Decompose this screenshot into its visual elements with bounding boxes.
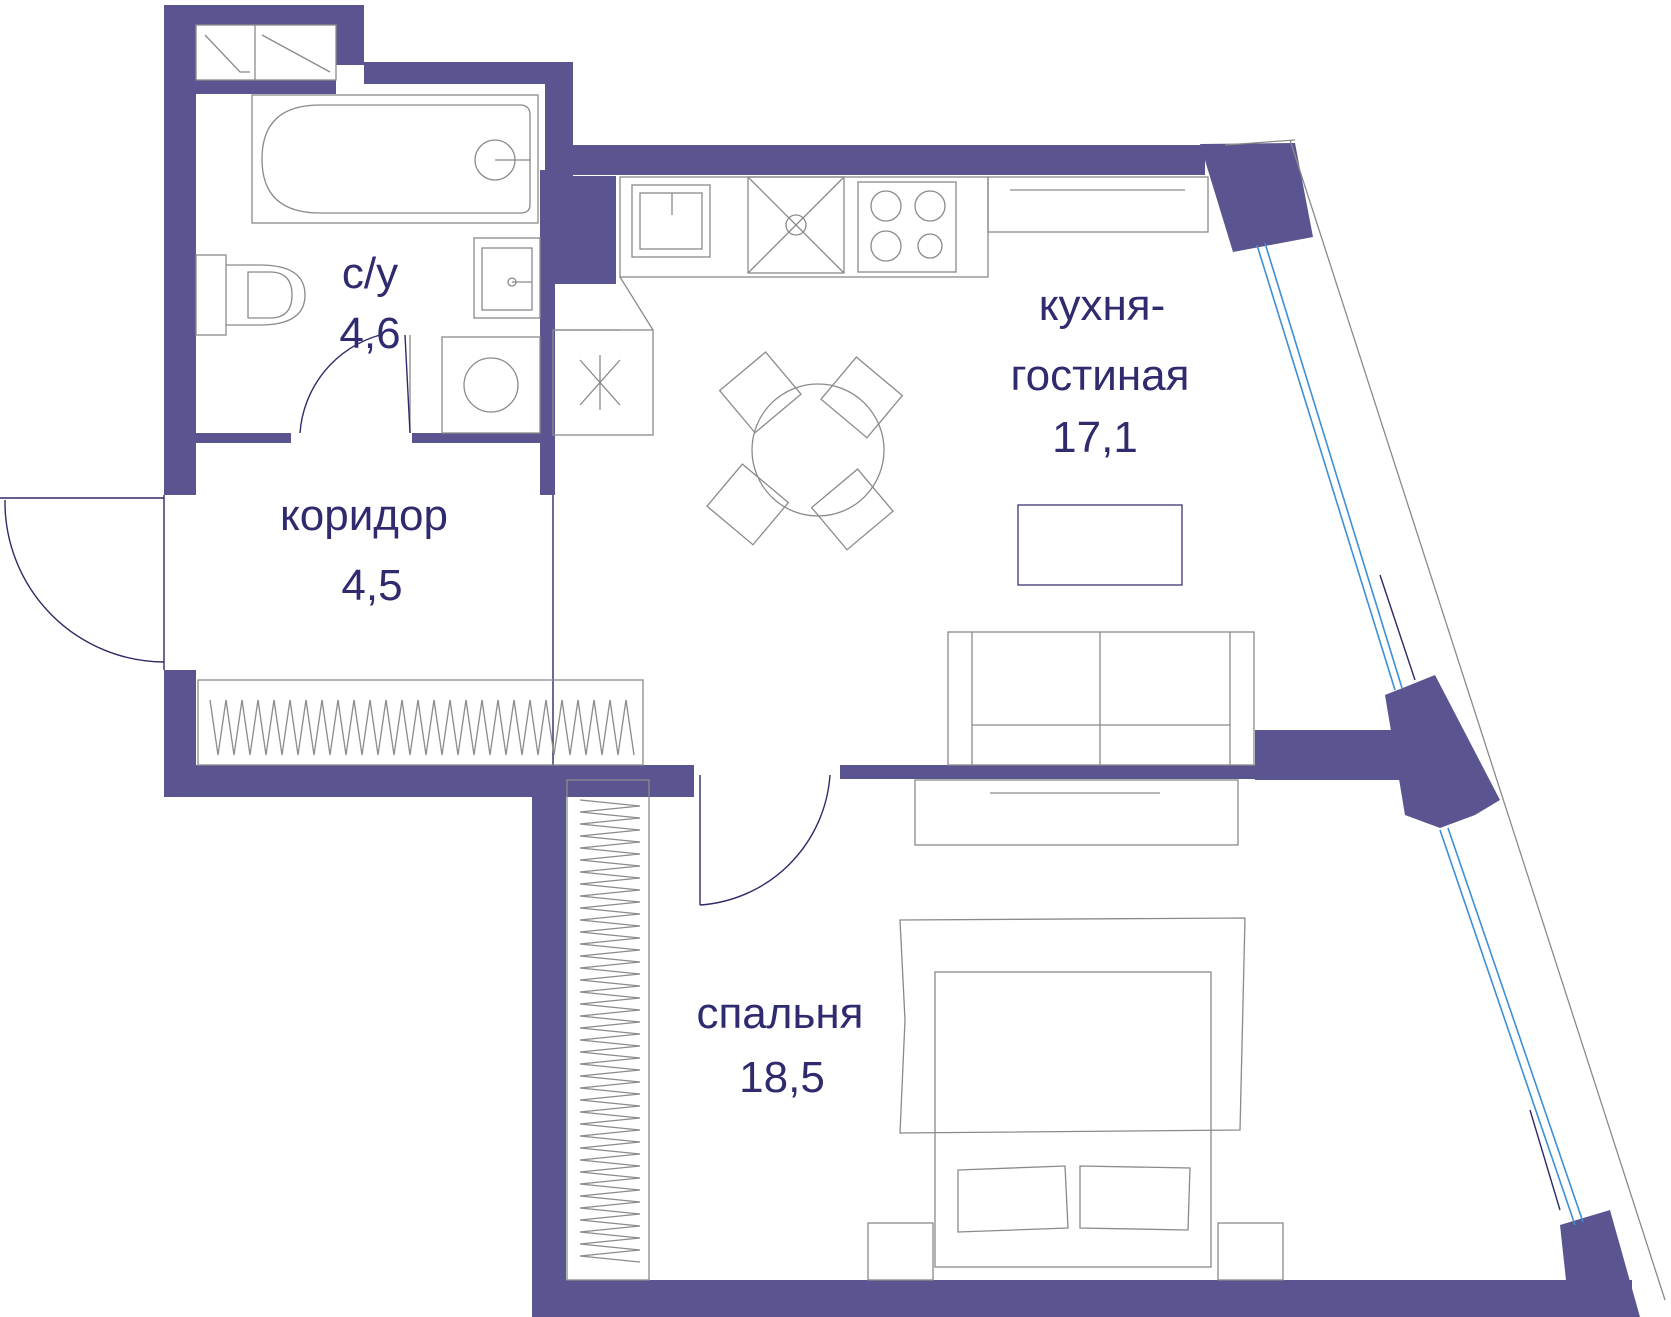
dining-table-icon — [706, 351, 904, 551]
windows — [1256, 242, 1584, 1226]
kitchen-living-area: 17,1 — [1052, 413, 1138, 462]
bathroom-area: 4,6 — [339, 309, 400, 358]
facade — [1224, 139, 1666, 1301]
kitchen-sink-icon — [631, 184, 711, 258]
cooktop-icon — [857, 181, 957, 273]
bathroom-door — [299, 334, 411, 434]
bed-icon — [867, 917, 1284, 1281]
corridor-area: 4,5 — [341, 561, 402, 610]
kitchen-shelf — [987, 176, 1209, 233]
bedroom-label: спальня 18,5 — [696, 989, 863, 1102]
bedroom-wardrobe-icon — [566, 779, 650, 1281]
sink-icon — [473, 237, 541, 319]
walls — [164, 5, 1640, 1317]
kitchen-counter — [552, 176, 989, 436]
bathtub-icon — [251, 94, 539, 224]
kitchen-living-name-line2: гостиная — [1011, 351, 1190, 400]
fridge-icon — [579, 355, 621, 410]
bathroom-name: с/у — [342, 249, 398, 298]
bathroom-storage — [195, 24, 337, 81]
kitchen-living-name-line1: кухня- — [1039, 281, 1166, 330]
bedroom-area: 18,5 — [739, 1053, 825, 1102]
sofa-icon — [947, 631, 1255, 766]
entrance-door-icon[interactable] — [0, 495, 165, 670]
coffee-table-icon — [1017, 504, 1183, 586]
bedroom-door[interactable] — [699, 774, 831, 906]
washing-machine-icon — [441, 336, 541, 434]
wardrobe-icon — [197, 679, 644, 766]
toilet-icon — [195, 254, 306, 336]
bathroom-label: с/у 4,6 — [339, 249, 400, 358]
corridor-label: коридор 4,5 — [280, 491, 448, 610]
tv-icon — [914, 779, 1239, 846]
corridor-name: коридор — [280, 491, 448, 540]
bedroom-name: спальня — [696, 989, 863, 1038]
stove-icon — [747, 176, 845, 274]
kitchen-living-label: кухня- гостиная 17,1 — [1011, 281, 1190, 462]
